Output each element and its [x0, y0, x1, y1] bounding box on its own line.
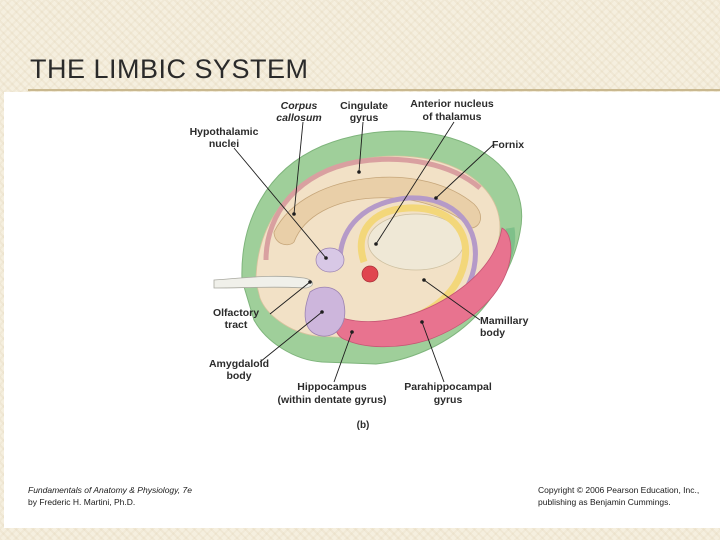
- label-anterior-nucleus-2: of thalamus: [423, 111, 482, 123]
- credit-left: Fundamentals of Anatomy & Physiology, 7e…: [28, 484, 192, 508]
- credit-book-title: Fundamentals of Anatomy & Physiology, 7e: [28, 485, 192, 495]
- slide-title: THE LIMBIC SYSTEM: [30, 54, 309, 84]
- label-hypothalamic-2: nuclei: [209, 138, 239, 150]
- label-amygdaloid-1: Amygdaloid: [209, 358, 269, 370]
- label-olfactory-1: Olfactory: [213, 307, 259, 319]
- label-corpus-callosum-2: callosum: [276, 112, 322, 124]
- label-amygdaloid-2: body: [226, 370, 251, 382]
- panel-label: (b): [357, 420, 370, 431]
- label-mamillary-1: Mamillary: [480, 315, 529, 327]
- limbic-system-diagram: Corpus callosum Cingulate gyrus Anterior…: [190, 98, 529, 431]
- hippocampus-shape: [335, 227, 512, 348]
- cingulate-band: [263, 156, 482, 261]
- credit-copyright: Copyright © 2006 Pearson Education, Inc.…: [538, 485, 700, 495]
- label-hippocampus-2: (within dentate gyrus): [277, 394, 386, 406]
- label-anterior-nucleus-1: Anterior nucleus: [410, 98, 494, 110]
- label-olfactory-2: tract: [225, 319, 248, 331]
- olfactory-shape: [213, 275, 313, 289]
- label-corpus-callosum-1: Corpus: [281, 100, 318, 112]
- label-cingulate-1: Cingulate: [340, 100, 388, 112]
- label-mamillary-2: body: [480, 327, 505, 339]
- credit-author: by Frederic H. Martini, Ph.D.: [28, 497, 136, 507]
- title-divider: [28, 89, 720, 91]
- label-parahippocampal-2: gyrus: [434, 394, 463, 406]
- label-hippocampus-1: Hippocampus: [297, 381, 367, 393]
- content-area: Corpus callosum Cingulate gyrus Anterior…: [4, 92, 720, 528]
- label-parahippocampal-1: Parahippocampal: [404, 381, 492, 393]
- credit-right: Copyright © 2006 Pearson Education, Inc.…: [538, 484, 699, 508]
- label-hypothalamic-1: Hypothalamic: [190, 126, 259, 138]
- credit-publisher: publishing as Benjamin Cummings.: [538, 497, 671, 507]
- label-fornix: Fornix: [492, 139, 524, 151]
- mamillary-shape: [361, 265, 379, 283]
- amygdala-shape: [304, 286, 346, 337]
- label-cingulate-2: gyrus: [350, 112, 379, 124]
